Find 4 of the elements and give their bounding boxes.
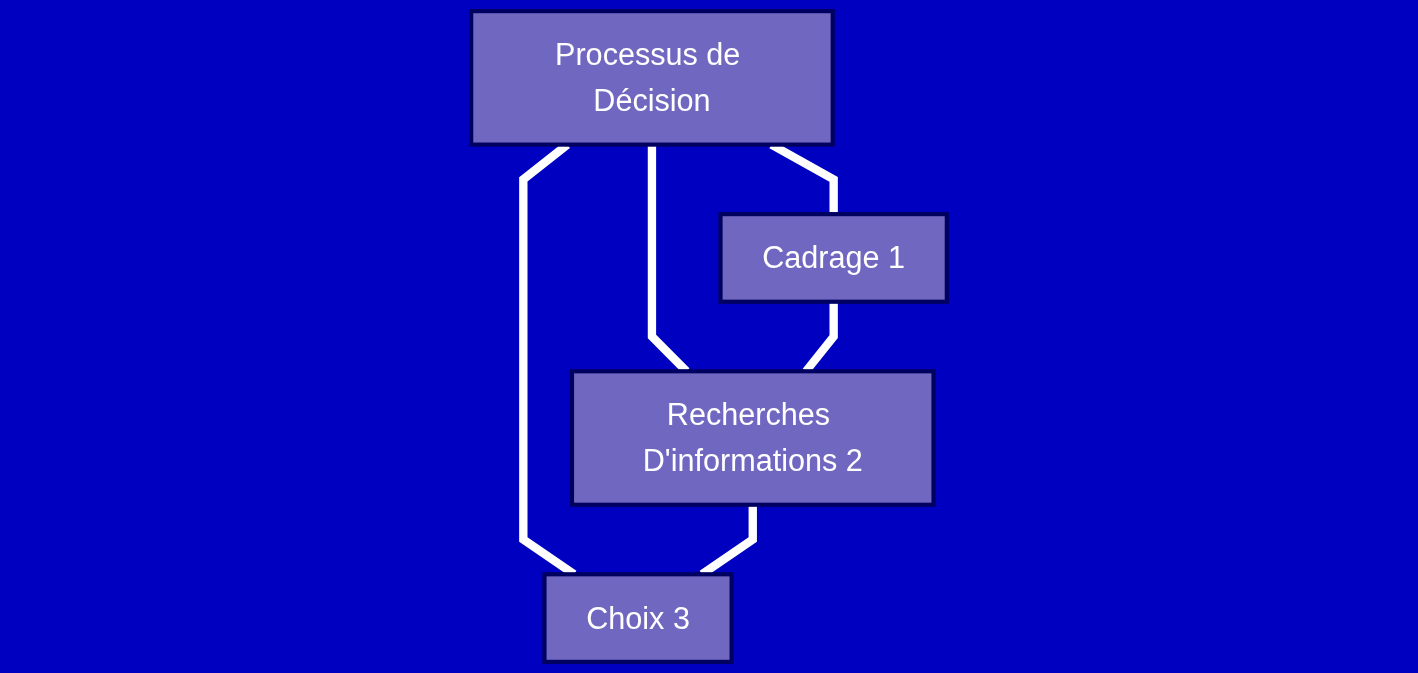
node-box: Processus de Décision bbox=[469, 9, 835, 147]
node-box: Cadrage 1 bbox=[718, 212, 949, 304]
node-box: Choix 3 bbox=[542, 572, 734, 664]
node-box: Recherches D'informations 2 bbox=[569, 369, 936, 507]
